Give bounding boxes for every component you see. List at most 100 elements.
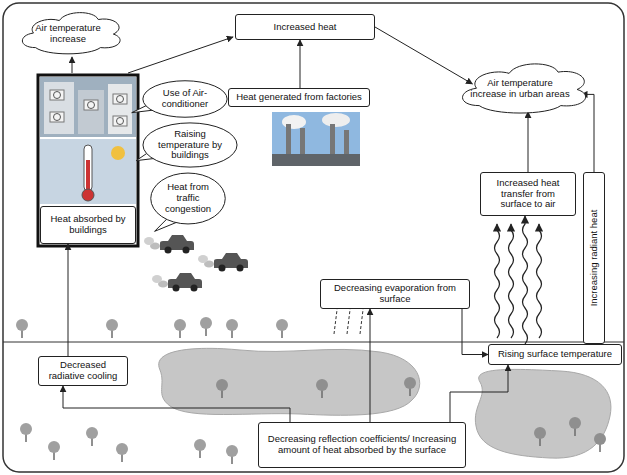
- speech-bubble: Use of Air-conditioner: [142, 80, 228, 118]
- tree-crown: [226, 445, 238, 457]
- node-text: Rising surface temperature: [493, 349, 617, 360]
- ac-unit: [50, 90, 64, 100]
- flow-arrow: [528, 112, 529, 172]
- factory-ground: [272, 154, 360, 166]
- wheel: [191, 285, 198, 292]
- tree-crown: [116, 443, 128, 455]
- text-block: Heat from traffic congestion: [160, 182, 216, 215]
- text-block: Increasing radiant heat: [589, 176, 600, 340]
- car-body: [160, 235, 194, 250]
- thermometer-bulb: [82, 189, 94, 201]
- flow-arrow: [63, 386, 290, 422]
- flow-arrow: [370, 309, 371, 422]
- tree-crown: [534, 427, 546, 439]
- photo-sky: [40, 139, 136, 204]
- photo-ground: [40, 77, 136, 137]
- ac-unit: [84, 100, 98, 110]
- wavy-arrow: [537, 224, 542, 338]
- process-box: Increased heat transfer from surface to …: [480, 172, 576, 216]
- node-text: Raising temperature by buildings: [153, 129, 227, 162]
- exhaust: [152, 275, 162, 283]
- node-text: Air temperature increase: [28, 23, 108, 45]
- car: [144, 235, 194, 254]
- process-box: Rising surface temperature: [488, 344, 622, 365]
- bubble-outline: [143, 81, 227, 117]
- thought-cloud: Air temperature increase in urban areas: [452, 56, 588, 118]
- node-text: Decreased radiative cooling: [43, 360, 123, 382]
- sun: [111, 146, 125, 160]
- flow-arrow: [450, 365, 508, 422]
- speech-bubble: Raising temperature by buildings: [142, 122, 238, 168]
- node-text: Increased heat transfer from surface to …: [485, 178, 571, 211]
- flow-arrow: [68, 244, 69, 356]
- node-text: Decreasing evaporation from surface: [325, 283, 465, 305]
- car-body: [214, 253, 248, 268]
- text-block: Heat generated from factories: [233, 92, 365, 103]
- process-box: Heat generated from factories: [228, 88, 370, 107]
- photo-sky: [272, 112, 360, 166]
- wheel: [165, 247, 172, 254]
- process-box: Decreased radiative cooling: [38, 356, 128, 386]
- building: [108, 84, 132, 134]
- flow-arrow: [581, 94, 594, 172]
- process-box: Increased heat: [235, 14, 375, 40]
- cloud-outline: [22, 13, 120, 54]
- node-text: Use of Air-conditioner: [153, 88, 217, 110]
- thermometer-tube: [84, 145, 92, 191]
- speech-bubble: Heat from traffic congestion: [150, 172, 226, 225]
- smoke: [322, 113, 350, 127]
- tree-crown: [194, 439, 206, 451]
- tree-crown: [174, 319, 186, 331]
- wheel: [237, 265, 244, 272]
- tree-crown: [276, 319, 288, 331]
- text-block: Decreasing reflection coefficients/ Incr…: [265, 434, 459, 456]
- building: [44, 82, 74, 134]
- ac-unit: [50, 112, 64, 122]
- text-block: Increased heat: [241, 22, 369, 33]
- buildings-panel: [38, 75, 138, 246]
- paved-area: [475, 369, 611, 458]
- flow-arrow: [462, 309, 488, 355]
- thought-cloud: Air temperature increase: [14, 6, 122, 58]
- trees: [16, 317, 606, 464]
- flow-arrow: [523, 216, 528, 344]
- wheel: [219, 265, 226, 272]
- car: [198, 253, 248, 272]
- node-text: Heat absorbed by buildings: [45, 214, 131, 236]
- tree-crown: [216, 379, 228, 391]
- ac-fan: [117, 96, 124, 103]
- tree-crown: [316, 379, 328, 391]
- tree-crown: [569, 417, 581, 429]
- bubble-outline: [151, 173, 225, 224]
- tree-crown: [404, 377, 416, 389]
- text-block: Decreased radiative cooling: [43, 360, 123, 382]
- car-body: [168, 273, 202, 288]
- process-box: Decreasing evaporation from surface: [320, 279, 470, 309]
- process-box: Decreasing reflection coefficients/ Incr…: [258, 422, 466, 468]
- ac-fan: [117, 118, 124, 125]
- tree-crown: [86, 427, 98, 439]
- text-block: Use of Air-conditioner: [153, 88, 217, 110]
- text-block: Heat absorbed by buildings: [45, 214, 131, 236]
- paved-area: [159, 348, 420, 415]
- wheel: [183, 247, 190, 254]
- vertical-box: Increasing radiant heat: [583, 172, 605, 344]
- panel-arrow: [72, 57, 73, 73]
- ac-unit: [113, 116, 127, 126]
- exhaust: [144, 237, 154, 245]
- text-block: Rising surface temperature: [493, 349, 617, 360]
- node-text: Heat from traffic congestion: [160, 182, 216, 215]
- text-block: Air temperature increase: [28, 23, 108, 45]
- flow-arrow: [375, 27, 472, 84]
- factory-photo: [272, 112, 360, 166]
- thermometer-photo: [40, 139, 136, 204]
- tree-crown: [594, 433, 606, 445]
- ac-unit: [113, 94, 127, 104]
- node-text: Decreasing reflection coefficients/ Incr…: [265, 434, 459, 456]
- tree-crown: [106, 319, 118, 331]
- text-block: Decreasing evaporation from surface: [325, 283, 465, 305]
- flow-arrow: [300, 40, 301, 88]
- ac-fan: [88, 102, 95, 109]
- ac-fan: [54, 92, 61, 99]
